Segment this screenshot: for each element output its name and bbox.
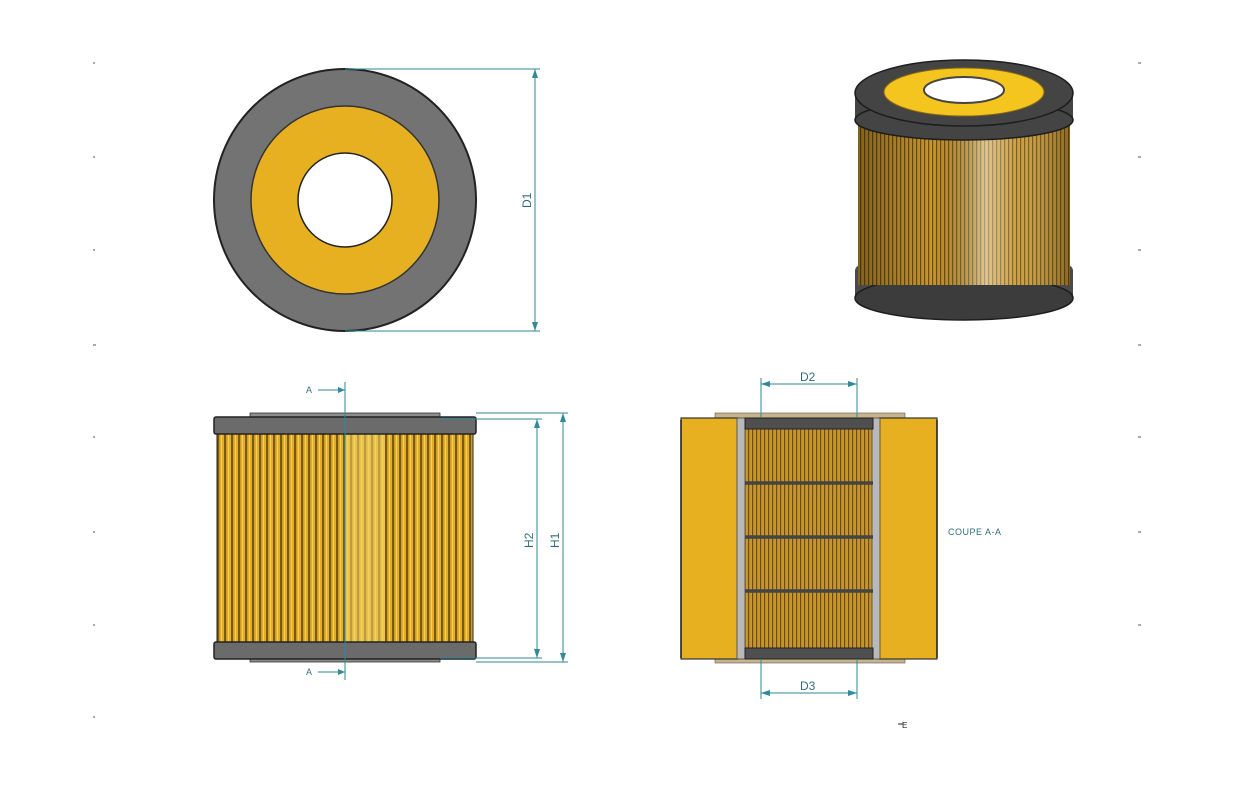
section-bottom-cap <box>744 647 874 660</box>
section-right-media <box>878 417 938 660</box>
section-left-media <box>680 417 739 660</box>
dimension-d2: D2 <box>760 370 858 418</box>
section-inner-pleats <box>744 427 874 651</box>
dimension-d1: D1 <box>345 68 540 332</box>
d2-label: D2 <box>800 370 816 384</box>
dimension-h2: H2 <box>440 418 542 659</box>
isometric-view <box>854 59 1074 321</box>
section-label: COUPE A-A <box>948 527 1002 537</box>
dimension-h1: H1 <box>476 412 568 663</box>
iso-center-hole <box>923 76 1005 104</box>
h2-label: H2 <box>522 532 536 548</box>
top-center-hole <box>297 152 393 248</box>
corner-marker: E <box>898 721 907 730</box>
frame-ticks <box>93 62 1141 718</box>
h1-label: H1 <box>548 532 562 548</box>
dimension-d3: D3 <box>760 659 858 699</box>
cut-marker-top: A <box>306 385 312 395</box>
top-view <box>213 68 477 332</box>
d1-label: D1 <box>520 192 534 208</box>
corner-mark-label: E <box>902 721 907 730</box>
cut-marker-bottom: A <box>306 667 312 677</box>
d3-label: D3 <box>800 679 816 693</box>
section-view <box>680 412 938 664</box>
cut-line-a: A A <box>306 382 346 680</box>
section-top-cap <box>744 417 874 430</box>
